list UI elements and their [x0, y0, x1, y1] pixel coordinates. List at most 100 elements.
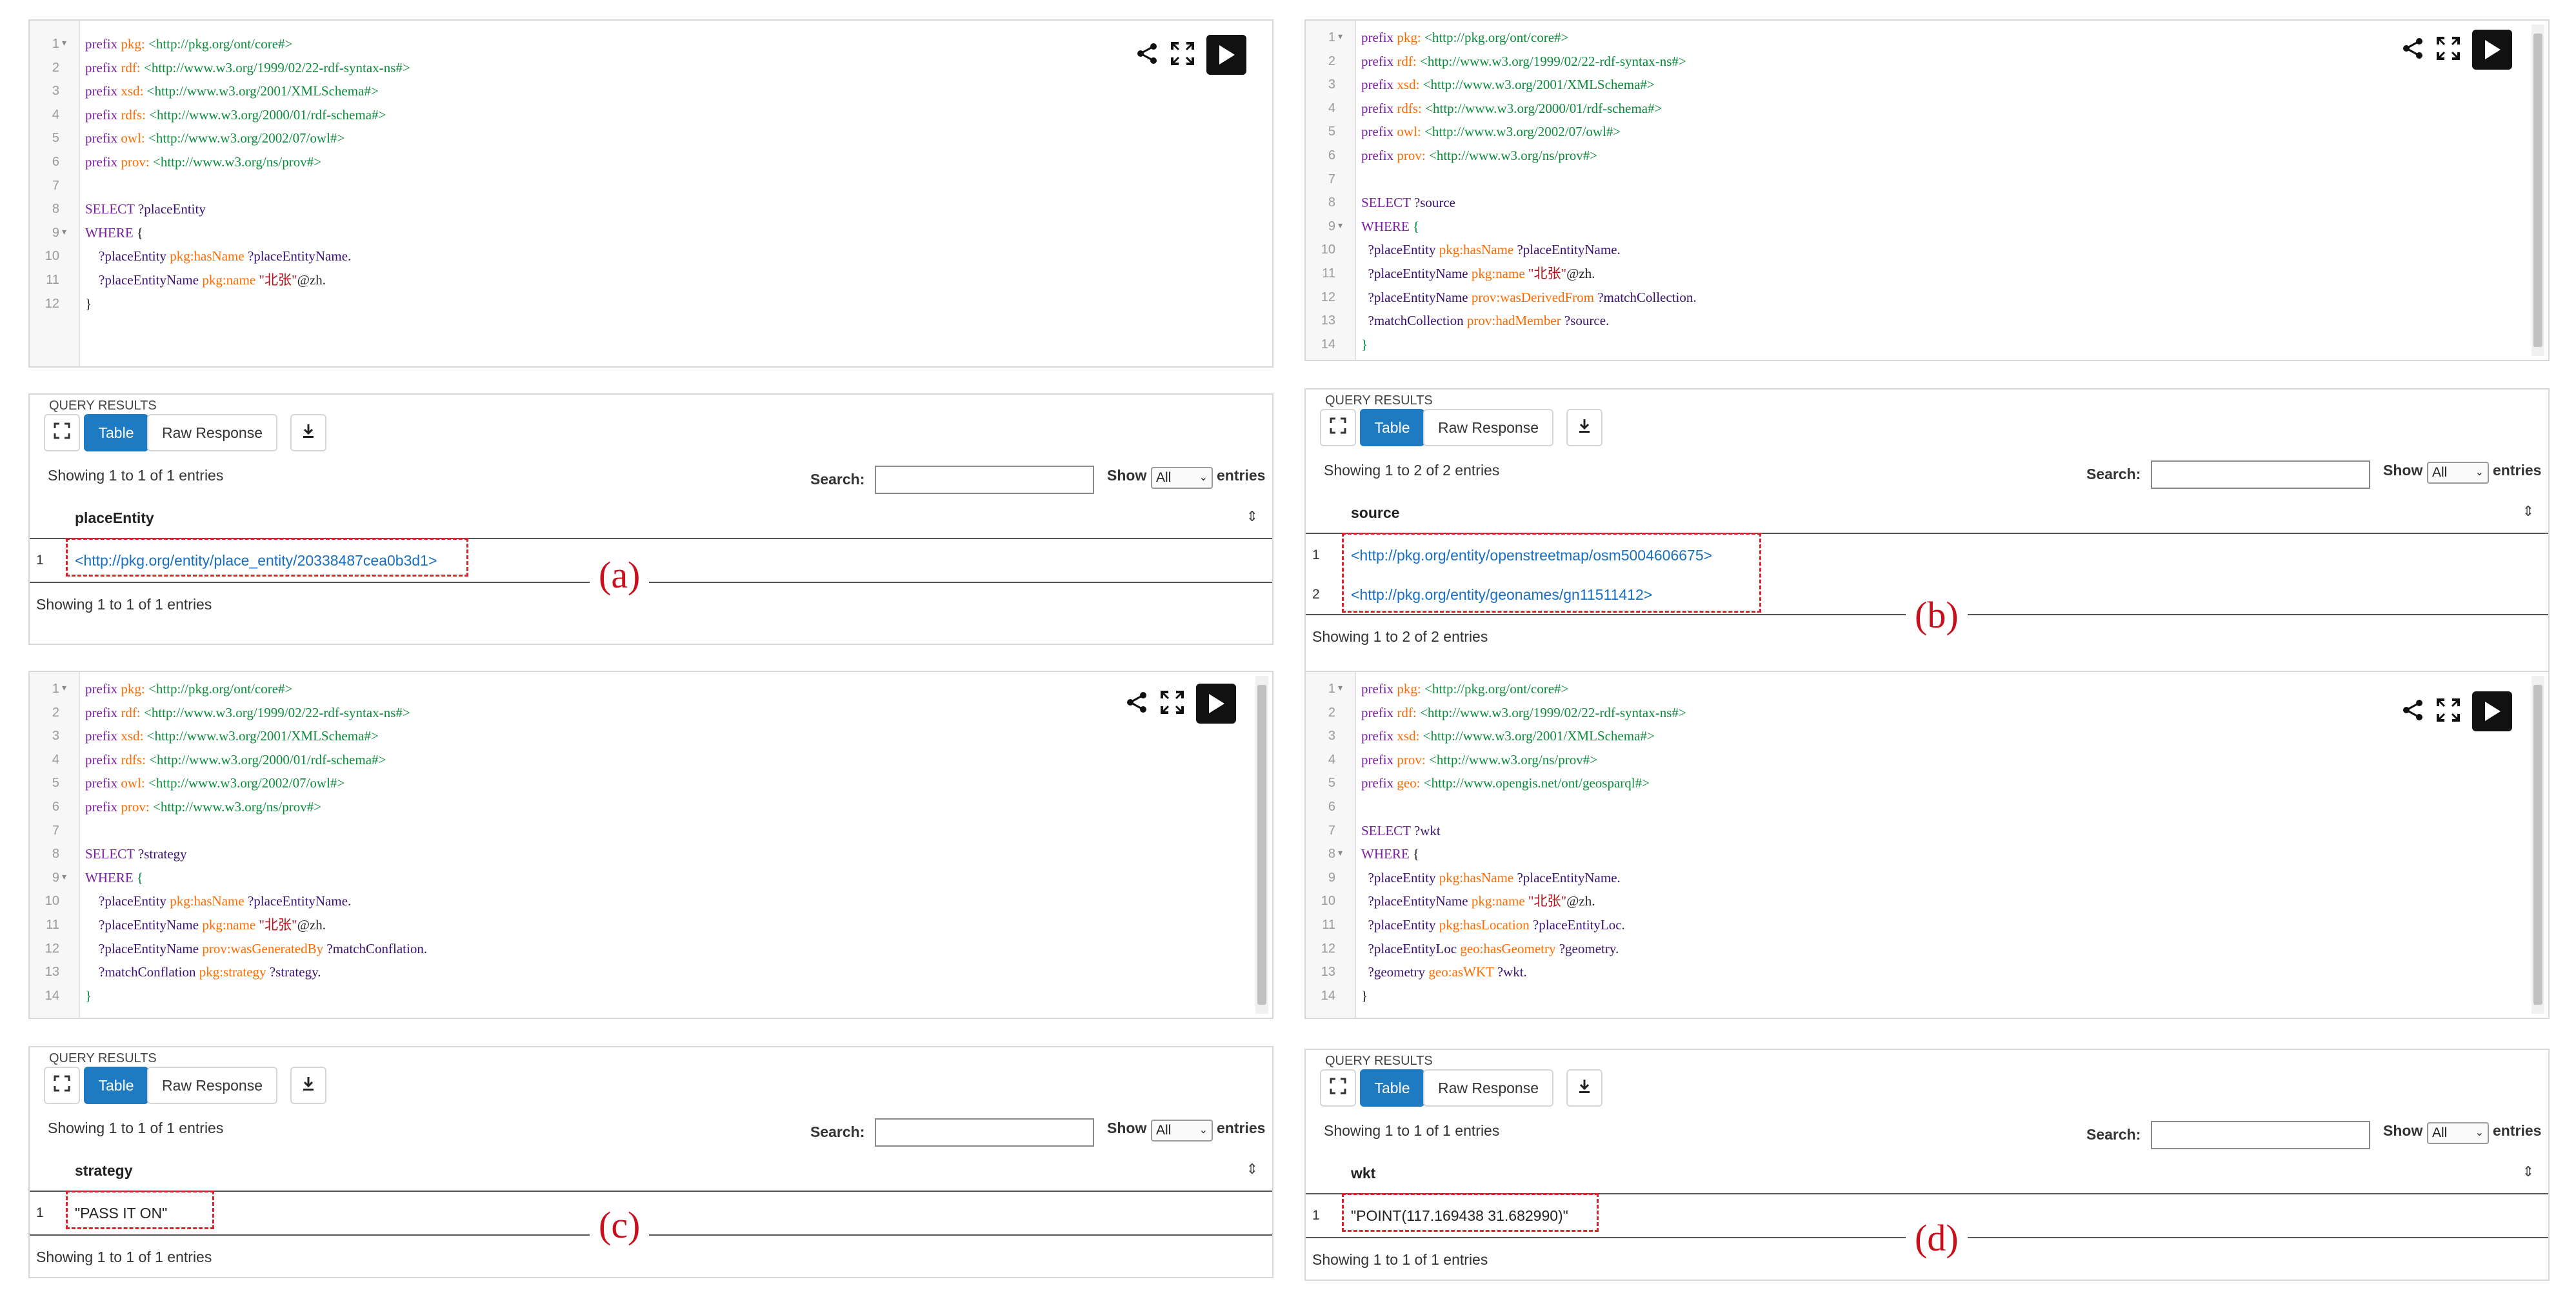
run-query-button[interactable]: [1206, 35, 1246, 75]
result-value: "POINT(117.169438 31.682990)": [1351, 1207, 1568, 1224]
editor-toolbar: [1125, 684, 1236, 724]
sort-icon[interactable]: ⇕: [2522, 1163, 2534, 1180]
search-label: Search:: [2086, 466, 2141, 482]
tab-raw-response[interactable]: Raw Response: [147, 1067, 277, 1104]
editor-scrollbar[interactable]: [2531, 676, 2544, 1014]
showing-info-bottom: Showing 1 to 2 of 2 entries: [1312, 628, 1488, 645]
tab-table[interactable]: Table: [84, 1067, 148, 1104]
row-number: 1: [1312, 548, 1320, 562]
query-editor-d[interactable]: 1▾prefix pkg: <http://pkg.org/ont/core#>…: [1304, 671, 2550, 1019]
editor-scrollbar[interactable]: [2531, 25, 2544, 356]
fullscreen-icon[interactable]: [2436, 698, 2461, 726]
expand-results-button[interactable]: [1320, 1069, 1356, 1107]
row-number: 1: [36, 1205, 44, 1220]
column-header[interactable]: strategy: [75, 1162, 133, 1179]
editor-scrollbar[interactable]: [1255, 676, 1268, 1014]
run-query-button[interactable]: [2472, 30, 2512, 70]
tab-raw-response[interactable]: Raw Response: [1423, 409, 1553, 446]
expand-icon: [1330, 1078, 1346, 1098]
column-header[interactable]: source: [1351, 504, 1400, 521]
line-gutter: [1306, 21, 1356, 360]
entries-select[interactable]: All⌄: [1151, 467, 1213, 489]
sort-icon[interactable]: ⇕: [2522, 503, 2534, 519]
highlight-box: [1342, 1193, 1599, 1232]
query-code[interactable]: 1▾prefix pkg: <http://pkg.org/ont/core#>…: [45, 36, 410, 311]
tab-raw-response[interactable]: Raw Response: [147, 414, 277, 451]
expand-results-button[interactable]: [1320, 409, 1356, 446]
search-label: Search:: [810, 471, 865, 488]
row-number: 1: [36, 553, 44, 568]
row-number: 2: [1312, 587, 1320, 602]
result-link[interactable]: <http://pkg.org/entity/geonames/gn115114…: [1351, 586, 1653, 603]
scrollbar-thumb[interactable]: [2533, 685, 2542, 1005]
fullscreen-icon[interactable]: [2436, 36, 2461, 64]
panel-caption: (c): [590, 1203, 650, 1247]
chevron-down-icon: ⌄: [2475, 1127, 2484, 1138]
run-query-button[interactable]: [2472, 691, 2512, 731]
expand-results-button[interactable]: [44, 414, 80, 451]
download-icon: [1577, 418, 1592, 437]
download-button[interactable]: [1566, 1069, 1603, 1107]
query-code[interactable]: 1▾prefix pkg: <http://pkg.org/ont/core#>…: [1321, 681, 1686, 1003]
entries-label: entries: [2493, 462, 2542, 479]
download-icon: [301, 1076, 315, 1095]
highlight-box: [66, 1191, 214, 1229]
fullscreen-icon[interactable]: [1170, 41, 1195, 69]
query-editor-c[interactable]: 1▾prefix pkg: <http://pkg.org/ont/core#>…: [28, 671, 1273, 1019]
expand-results-button[interactable]: [44, 1067, 80, 1104]
entries-label: entries: [2493, 1122, 2542, 1139]
results-title: QUERY RESULTS: [1325, 393, 1433, 408]
column-header[interactable]: placeEntity: [75, 509, 154, 526]
header-divider: [30, 1191, 1272, 1192]
results-title: QUERY RESULTS: [49, 1051, 157, 1065]
sort-icon[interactable]: ⇕: [1246, 1161, 1258, 1177]
download-button[interactable]: [290, 1067, 326, 1104]
header-divider: [1306, 533, 2548, 534]
run-query-button[interactable]: [1196, 684, 1236, 724]
editor-toolbar: [1135, 35, 1246, 75]
table-bottom-line: [30, 1234, 1272, 1236]
search-input[interactable]: [875, 1118, 1094, 1147]
tab-table[interactable]: Table: [84, 414, 148, 451]
download-button[interactable]: [290, 414, 326, 451]
chevron-down-icon: ⌄: [2475, 467, 2484, 478]
query-editor-a[interactable]: 1▾prefix pkg: <http://pkg.org/ont/core#>…: [28, 19, 1273, 368]
results-title: QUERY RESULTS: [1325, 1054, 1433, 1068]
result-link[interactable]: <http://pkg.org/entity/place_entity/2033…: [75, 552, 437, 569]
showing-info-top: Showing 1 to 1 of 1 entries: [1324, 1122, 1500, 1139]
scrollbar-thumb[interactable]: [2533, 34, 2542, 347]
tab-table[interactable]: Table: [1360, 409, 1424, 446]
editor-toolbar: [2401, 691, 2512, 731]
column-header[interactable]: wkt: [1351, 1165, 1376, 1181]
share-icon[interactable]: [2401, 37, 2424, 63]
result-link[interactable]: <http://pkg.org/entity/openstreetmap/osm…: [1351, 547, 1713, 564]
panel-a: 1▾prefix pkg: <http://pkg.org/ont/core#>…: [28, 19, 1273, 664]
search-input[interactable]: [2151, 460, 2370, 489]
highlight-box: [66, 538, 468, 577]
entries-select[interactable]: All⌄: [2427, 1122, 2489, 1144]
query-code[interactable]: 1▾prefix pkg: <http://pkg.org/ont/core#>…: [45, 681, 428, 1003]
search-input[interactable]: [875, 466, 1094, 494]
query-code[interactable]: 1▾prefix pkg: <http://pkg.org/ont/core#>…: [1321, 30, 1697, 352]
chevron-down-icon: ⌄: [1199, 472, 1208, 483]
download-icon: [301, 423, 315, 442]
line-gutter: [30, 21, 80, 366]
entries-select[interactable]: All⌄: [2427, 462, 2489, 484]
share-icon[interactable]: [1135, 42, 1159, 68]
query-editor-b[interactable]: 1▾prefix pkg: <http://pkg.org/ont/core#>…: [1304, 19, 2550, 361]
highlight-box: [1342, 533, 1761, 613]
download-button[interactable]: [1566, 409, 1603, 446]
share-icon[interactable]: [2401, 698, 2424, 725]
tab-raw-response[interactable]: Raw Response: [1423, 1069, 1553, 1107]
share-icon[interactable]: [1125, 691, 1148, 717]
show-label: Show: [2383, 462, 2423, 479]
tab-table[interactable]: Table: [1360, 1069, 1424, 1107]
sort-icon[interactable]: ⇕: [1246, 508, 1258, 524]
scrollbar-thumb[interactable]: [1257, 685, 1266, 1005]
search-input[interactable]: [2151, 1121, 2370, 1149]
fullscreen-icon[interactable]: [1160, 690, 1184, 718]
entries-select[interactable]: All⌄: [1151, 1120, 1213, 1142]
table-bottom-line: [30, 582, 1272, 583]
query-results-d: QUERY RESULTS Table Raw Response Showing…: [1304, 1049, 2550, 1281]
showing-info-bottom: Showing 1 to 1 of 1 entries: [1312, 1251, 1488, 1268]
